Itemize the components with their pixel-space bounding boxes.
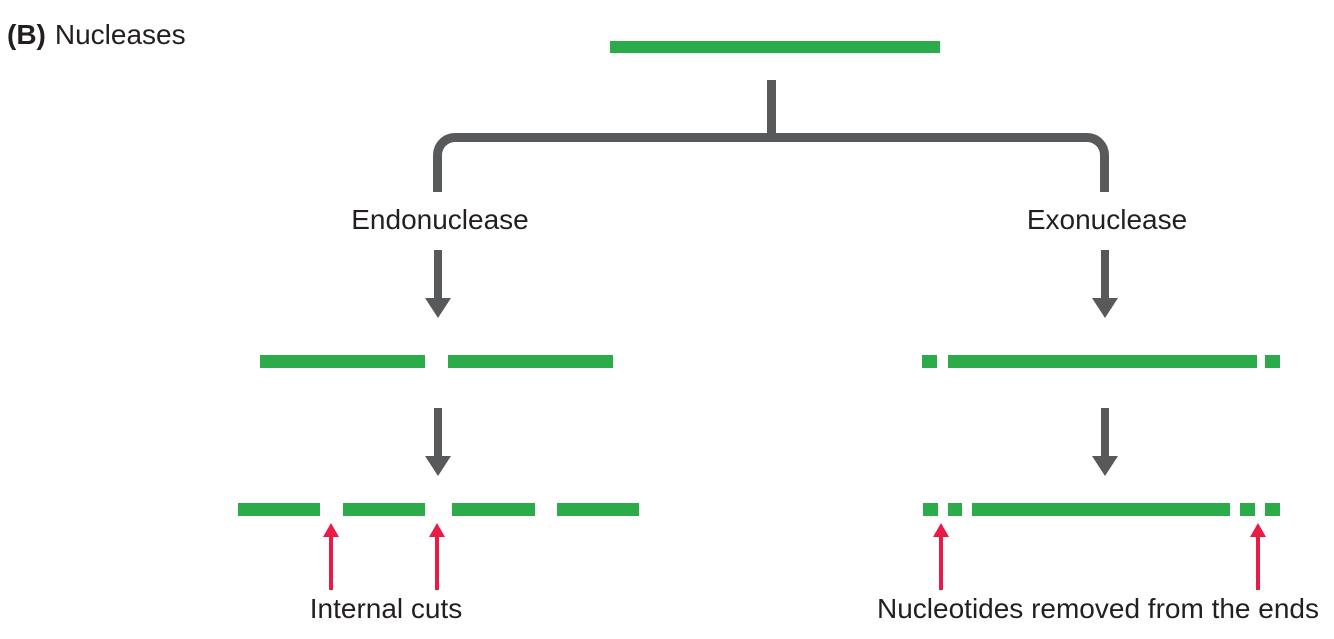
down-arrow-head — [425, 456, 451, 476]
down-arrow-head — [1092, 456, 1118, 476]
root-dna-strand — [610, 41, 940, 53]
cut-site-arrow-icon — [1250, 523, 1266, 590]
down-arrow-shaft — [1101, 408, 1109, 456]
dna-fragment — [948, 355, 1257, 368]
diagram-title-text: Nucleases — [54, 19, 186, 50]
dna-fragment — [922, 355, 937, 368]
down-arrow-head — [425, 298, 451, 318]
end-removal-caption: Nucleotides removed from the ends — [877, 593, 1319, 624]
cut-arrow-shaft — [435, 537, 439, 590]
dna-fragment — [343, 503, 425, 516]
cut-site-arrow-icon — [429, 523, 445, 590]
dna-fragment — [557, 503, 639, 516]
internal-cuts-caption: Internal cuts — [309, 593, 463, 624]
dna-fragment — [948, 503, 962, 516]
endonuclease-label: Endonuclease — [351, 204, 529, 235]
dna-fragment — [1265, 503, 1280, 516]
down-arrow-icon — [425, 250, 451, 318]
cut-arrow-head — [323, 523, 339, 537]
down-arrow-shaft — [1101, 250, 1109, 298]
dna-fragment — [452, 503, 535, 516]
diagram-title: (B) Nucleases — [7, 20, 186, 50]
dna-fragment — [972, 503, 1230, 516]
cut-site-arrow-icon — [933, 523, 949, 590]
panel-letter: (B) — [7, 19, 46, 50]
down-arrow-icon — [425, 408, 451, 476]
branch-bracket — [433, 133, 1109, 192]
down-arrow-shaft — [434, 408, 442, 456]
exonuclease-label: Exonuclease — [1026, 204, 1188, 235]
dna-fragment — [1240, 503, 1255, 516]
cut-arrow-head — [933, 523, 949, 537]
dna-fragment — [923, 503, 938, 516]
dna-fragment — [260, 355, 425, 368]
cut-arrow-shaft — [329, 537, 333, 590]
down-arrow-shaft — [434, 250, 442, 298]
cut-site-arrow-icon — [323, 523, 339, 590]
down-arrow-icon — [1092, 408, 1118, 476]
down-arrow-icon — [1092, 250, 1118, 318]
cut-arrow-head — [429, 523, 445, 537]
cut-arrow-shaft — [1256, 537, 1260, 590]
dna-fragment — [448, 355, 613, 368]
connector-stem — [767, 80, 776, 137]
dna-fragment — [238, 503, 320, 516]
cut-arrow-head — [1250, 523, 1266, 537]
cut-arrow-shaft — [939, 537, 943, 590]
down-arrow-head — [1092, 298, 1118, 318]
dna-fragment — [1265, 355, 1280, 368]
